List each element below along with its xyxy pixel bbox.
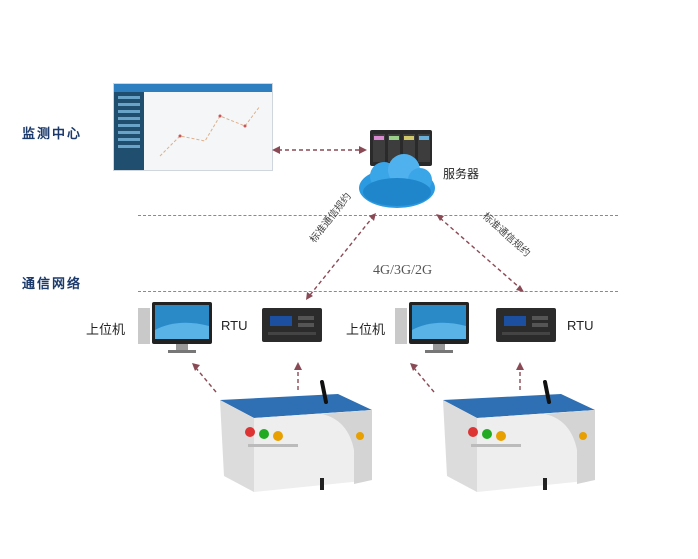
antenna-icon <box>320 380 328 404</box>
cloud-icon <box>359 154 435 208</box>
separator-bottom <box>138 291 618 292</box>
comm-network-label: 通信网络 <box>22 277 83 292</box>
separator-top <box>138 215 618 216</box>
screen-map <box>159 105 261 157</box>
server-cloud <box>359 130 435 208</box>
station-1-pc-icon <box>138 302 212 353</box>
protocol-arrows <box>306 213 524 300</box>
center-server-arrow <box>272 146 367 154</box>
station-1-rtu-label: RTU <box>221 318 248 333</box>
server-label: 服务器 <box>443 167 480 181</box>
station-2-rtu-label: RTU <box>567 318 594 333</box>
screen-title-bar <box>114 84 272 92</box>
station-1-cabinet <box>220 380 372 492</box>
station-2-cabinet <box>443 380 595 492</box>
station-1-rtu-icon <box>262 308 322 342</box>
screen-sidebar <box>114 92 144 170</box>
station-1-pc-label: 上位机 <box>86 323 126 338</box>
network-type-label: 4G/3G/2G <box>373 263 433 278</box>
antenna-icon <box>543 380 551 404</box>
monitor-center-screen <box>113 83 273 171</box>
station-2-pc-icon <box>395 302 469 353</box>
station-2-pc-label: 上位机 <box>346 323 386 338</box>
station-2-rtu-icon <box>496 308 556 342</box>
cabinet-device-arrows <box>192 362 524 393</box>
monitor-center-label: 监测中心 <box>22 127 83 142</box>
server-icon <box>370 130 432 166</box>
